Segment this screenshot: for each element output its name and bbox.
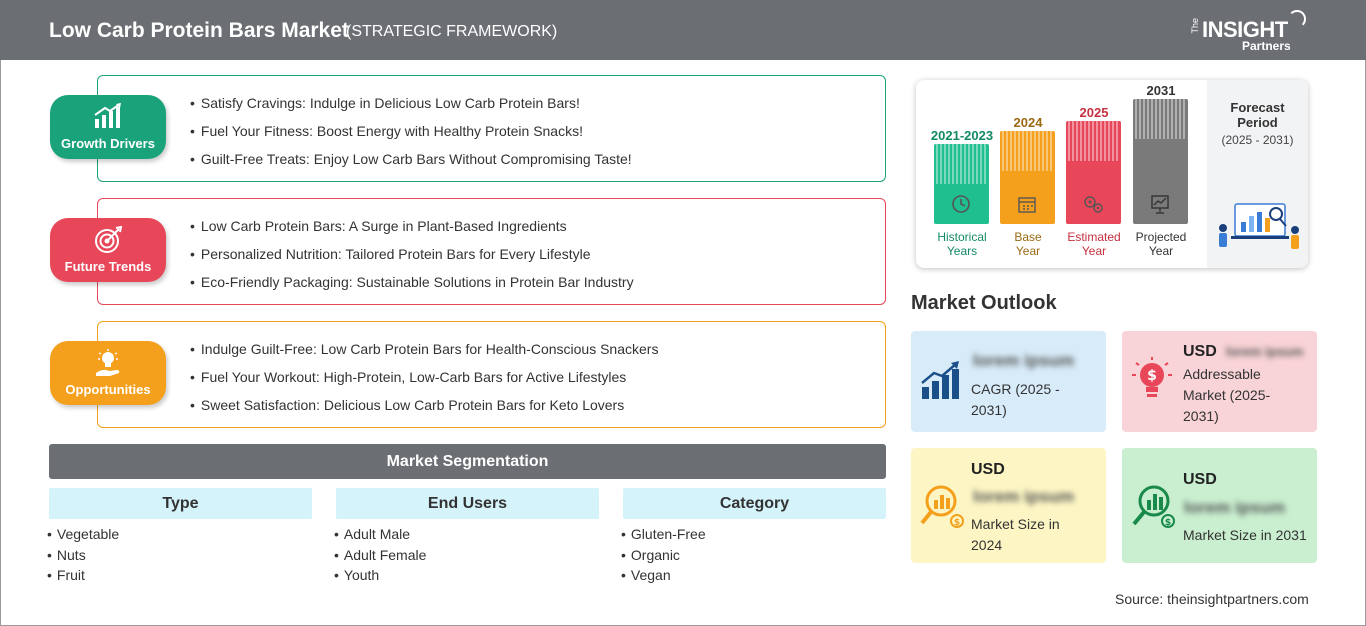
forecast-period: (2025 - 2031) — [1221, 133, 1294, 147]
presentation-chart-icon — [1151, 195, 1169, 214]
list-item: Adult Male — [334, 526, 599, 547]
svg-text:$: $ — [954, 518, 960, 528]
market-size-2031-card: $ USD lorem ipsum Market Size in 2031 — [1122, 448, 1317, 563]
addressable-market-value: lorem ipsum — [1226, 344, 1304, 359]
list-item: Guilt-Free Treats: Enjoy Low Carb Bars W… — [190, 151, 632, 179]
list-item: Fuel Your Fitness: Boost Energy with Hea… — [190, 123, 632, 151]
list-item: Vegetable — [47, 526, 312, 547]
estimated-year-label-year: 2025 — [1079, 105, 1109, 120]
segment-category: Category Gluten-Free Organic Vegan — [623, 488, 886, 588]
historical-years-label-year: 2021-2023 — [930, 128, 994, 143]
history-clock-icon — [952, 195, 970, 213]
market-size-2024-value: lorem ipsum — [973, 487, 1075, 506]
market-segmentation-title: Market Segmentation — [49, 444, 886, 479]
list-item: Sweet Satisfaction: Delicious Low Carb P… — [190, 397, 658, 425]
cagr-card: lorem ipsum CAGR (2025 - 2031) — [911, 331, 1106, 432]
badge-label: Opportunities — [65, 382, 151, 397]
opportunities-box: Indulge Guilt-Free: Low Carb Protein Bar… — [97, 321, 886, 428]
page-subtitle: (STRATEGIC FRAMEWORK) — [346, 23, 558, 40]
page-title: Low Carb Protein Bars Market — [49, 19, 349, 42]
list-item: Fuel Your Workout: High-Protein, Low-Car… — [190, 369, 658, 397]
usd-prefix: USD — [971, 461, 1005, 478]
base-year-bar — [1000, 131, 1055, 224]
base-year-label-year: 2024 — [1013, 115, 1043, 130]
segment-header: Category — [623, 488, 886, 519]
badge-label: Future Trends — [64, 259, 152, 274]
header-bar: Low Carb Protein Bars Market (STRATEGIC … — [0, 0, 1366, 60]
list-item: Gluten-Free — [621, 526, 886, 547]
logo-arc-icon — [1288, 10, 1306, 28]
calendar-icon — [1018, 197, 1036, 213]
source-text: Source: theinsightpartners.com — [1115, 591, 1309, 607]
lightbulb-dollar-icon: $ — [1132, 357, 1172, 397]
list-item: Adult Female — [334, 547, 599, 568]
opportunities-list: Indulge Guilt-Free: Low Carb Protein Bar… — [190, 341, 659, 425]
market-size-2024-card: $ USD lorem ipsum Market Size in 2024 — [911, 448, 1106, 563]
bar-chart-growth-icon — [94, 103, 121, 128]
list-item: Satisfy Cravings: Indulge in Delicious L… — [190, 95, 632, 123]
market-size-2031-value: lorem ipsum — [1184, 498, 1286, 517]
growth-drivers-list: Satisfy Cravings: Indulge in Delicious L… — [190, 95, 632, 179]
segment-end-users: End Users Adult Male Adult Female Youth — [336, 488, 599, 588]
gears-icon — [1084, 196, 1103, 213]
usd-prefix: USD — [1183, 343, 1217, 360]
growth-drivers-box: Satisfy Cravings: Indulge in Delicious L… — [97, 75, 886, 182]
addressable-market-desc: Addressable Market (2025-2031) — [1183, 366, 1271, 424]
magnifier-chart-icon: $ — [920, 485, 964, 528]
future-trends-box: Low Carb Protein Bars: A Surge in Plant-… — [97, 198, 886, 305]
cagr-desc: CAGR (2025 - 2031) — [971, 381, 1060, 418]
projected-year-bar — [1133, 99, 1188, 224]
badge-label: Growth Drivers — [61, 136, 155, 151]
segment-header: End Users — [336, 488, 599, 519]
segment-type: Type Vegetable Nuts Fruit — [49, 488, 312, 588]
future-trends-badge: Future Trends — [50, 218, 166, 282]
growth-chart-icon — [921, 361, 959, 399]
insight-partners-logo[interactable]: The INSIGHT Partners — [1190, 10, 1310, 54]
list-item: Nuts — [47, 547, 312, 568]
svg-text:$: $ — [1147, 368, 1157, 384]
addressable-market-card: $ USD lorem ipsum Addressable Market (20… — [1122, 331, 1317, 432]
target-icon — [95, 226, 123, 253]
historical-years-bar — [934, 144, 989, 224]
list-item: Organic — [621, 547, 886, 568]
projected-year-label-year: 2031 — [1146, 83, 1176, 98]
magnifier-bars-icon: $ — [1132, 485, 1175, 528]
market-size-2031-desc: Market Size in 2031 — [1183, 527, 1307, 543]
opportunities-badge: Opportunities — [50, 341, 166, 405]
svg-text:$: $ — [1165, 518, 1171, 528]
list-item: Eco-Friendly Packaging: Sustainable Solu… — [190, 274, 634, 302]
lightbulb-hand-icon — [96, 349, 120, 376]
market-outlook-title: Market Outlook — [911, 292, 1057, 314]
usd-prefix: USD — [1183, 471, 1217, 488]
growth-drivers-badge: Growth Drivers — [50, 95, 166, 159]
list-item: Low Carb Protein Bars: A Surge in Plant-… — [190, 218, 634, 246]
analytics-people-icon — [1219, 203, 1299, 249]
list-item: Youth — [334, 567, 599, 588]
list-item: Fruit — [47, 567, 312, 588]
cagr-value: lorem ipsum — [973, 351, 1075, 370]
list-item: Vegan — [621, 567, 886, 588]
list-item: Indulge Guilt-Free: Low Carb Protein Bar… — [190, 341, 659, 369]
market-size-2024-desc: Market Size in 2024 — [971, 516, 1060, 553]
future-trends-list: Low Carb Protein Bars: A Surge in Plant-… — [190, 218, 634, 302]
estimated-year-bar — [1066, 121, 1121, 224]
segment-header: Type — [49, 488, 312, 519]
list-item: Personalized Nutrition: Tailored Protein… — [190, 246, 634, 274]
